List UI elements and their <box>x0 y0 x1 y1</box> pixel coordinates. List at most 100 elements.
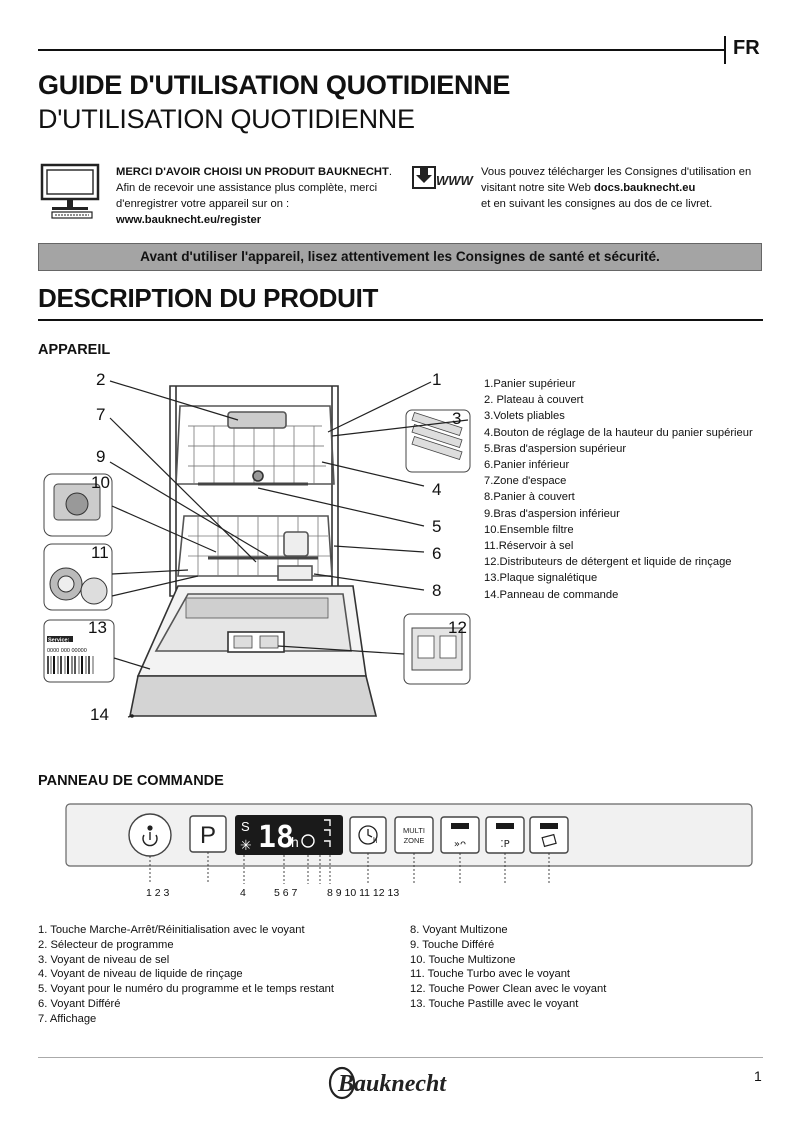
callout-9: 9 <box>96 447 105 466</box>
power-clean-led <box>496 823 514 829</box>
panel-number-label: 5 6 7 <box>274 887 298 899</box>
download-icon: WWW <box>412 166 474 189</box>
rinse-aid-indicator-icon: ✳ <box>240 838 252 854</box>
legend-item: 5. Voyant pour le numéro du programme et… <box>38 983 335 996</box>
control-panel-diagram: P S ✳ 18 h h MULTI ZONE »ᴖ ⁚P <box>65 803 753 899</box>
multizone-button[interactable]: MULTI ZONE <box>394 816 434 854</box>
thanks-body: Afin de recevoir une assistance plus com… <box>116 182 378 210</box>
multizone-indicator-icon <box>324 819 331 847</box>
parts-list-item: 12.Distributeurs de détergent et liquide… <box>484 556 732 569</box>
callout-3: 3 <box>452 409 461 428</box>
download-suffix: et en suivant les consignes au dos de ce… <box>481 198 713 210</box>
callout-11: 11 <box>91 543 109 562</box>
page-subtitle: D'UTILISATION QUOTIDIENNE <box>38 104 415 134</box>
legend-item: 6. Voyant Différé <box>38 997 121 1010</box>
parts-list-item: 10.Ensemble filtre <box>484 523 574 536</box>
callout-7: 7 <box>96 405 105 424</box>
section-title-description: DESCRIPTION DU PRODUIT <box>38 283 379 313</box>
inset-detergent-dispensers <box>403 613 471 685</box>
delay-indicator-icon <box>301 834 315 848</box>
language-code: FR <box>733 37 760 59</box>
parts-list-item: 14.Panneau de commande <box>484 588 619 601</box>
callout-1: 1 <box>432 370 441 389</box>
multizone-label-line2: ZONE <box>404 836 425 845</box>
salt-indicator-s: S <box>241 819 250 834</box>
tablet-button[interactable] <box>529 816 569 854</box>
page-title: GUIDE D'UTILISATION QUOTIDIENNE <box>38 70 511 100</box>
parts-list-item: 3.Volets pliables <box>484 410 565 423</box>
inset-rating-plate: Service: 0000 000 00000 <box>43 619 115 683</box>
panel-number-label: 4 <box>240 887 246 899</box>
panel-number-label: 1 2 3 <box>146 887 170 899</box>
tablet-led <box>540 823 558 829</box>
footer-rule <box>38 1057 763 1058</box>
parts-list-item: 1.Panier supérieur <box>484 378 576 390</box>
parts-list-item: 13.Plaque signalétique <box>484 572 598 585</box>
thanks-heading: MERCI D'AVOIR CHOISI UN PRODUIT BAUKNECH… <box>116 166 389 178</box>
parts-list-item: 7.Zone d'espace <box>484 475 567 488</box>
turbo-led <box>451 823 469 829</box>
delay-hours-unit: h <box>373 836 377 845</box>
section-rule <box>38 319 763 321</box>
delay-button[interactable]: h <box>349 816 387 854</box>
legend-item: 3. Voyant de niveau de sel <box>38 953 170 966</box>
callout-10: 10 <box>91 473 110 492</box>
parts-list-item: 9.Bras d'aspersion inférieur <box>484 507 620 520</box>
download-text: Vous pouvez télécharger les Consignes d'… <box>481 164 771 212</box>
subsection-title-appareil: APPAREIL <box>38 342 111 358</box>
brand-name: Bauknecht <box>337 1071 447 1097</box>
top-rule-tick <box>724 36 726 64</box>
parts-list-item: 2. Plateau à couvert <box>484 394 584 407</box>
download-icon-label: WWW <box>436 173 474 188</box>
dishwasher-diagram: Service: 0000 000 00000 <box>43 370 471 724</box>
legend-item: 4. Voyant de niveau de liquide de rinçag… <box>38 968 243 981</box>
callout-4: 4 <box>432 480 441 499</box>
panel-leader-lines <box>149 852 550 884</box>
program-selector-button[interactable]: P <box>189 815 227 853</box>
docs-link[interactable]: docs.bauknecht.eu <box>593 182 696 194</box>
rating-plate-number: 0000 000 00000 <box>47 648 87 654</box>
legend-item: 12. Touche Power Clean avec le voyant <box>410 983 607 996</box>
rating-plate-label: Service: <box>48 638 70 644</box>
callout-8: 8 <box>432 581 441 600</box>
power-clean-icon: ⁚P <box>500 839 509 850</box>
bauknecht-logo: Bauknecht <box>328 1066 447 1100</box>
control-legend-right: 8. Voyant Multizone 9. Touche Différé 10… <box>410 923 606 1012</box>
legend-item: 13. Touche Pastille avec le voyant <box>410 997 579 1010</box>
parts-list-item: 4.Bouton de réglage de la hauteur du pan… <box>484 426 753 439</box>
parts-list-item: 6.Panier inférieur <box>484 459 570 472</box>
thanks-text: MERCI D'AVOIR CHOISI UN PRODUIT BAUKNECH… <box>116 164 401 228</box>
inset-filter-assembly <box>43 473 113 537</box>
callout-13: 13 <box>88 618 107 637</box>
tablet-icon <box>541 833 557 848</box>
parts-list: 1.Panier supérieur 2. Plateau à couvert … <box>484 376 753 603</box>
legend-item: 1. Touche Marche-Arrêt/Réinitialisation … <box>38 924 305 936</box>
legend-item: 10. Touche Multizone <box>410 953 516 966</box>
legend-item: 2. Sélecteur de programme <box>38 938 174 951</box>
thanks-heading-dot: . <box>388 166 392 178</box>
safety-warning-banner: Avant d'utiliser l'appareil, lisez atten… <box>38 243 762 271</box>
callout-5: 5 <box>432 517 441 536</box>
turbo-button[interactable]: »ᴖ <box>440 816 480 854</box>
callout-6: 6 <box>432 544 441 563</box>
multizone-label-line1: MULTI <box>403 826 425 835</box>
turbo-icon: »ᴖ <box>454 839 466 850</box>
power-button[interactable] <box>128 813 172 857</box>
register-link[interactable]: www.bauknecht.eu/register <box>116 214 262 226</box>
top-rule <box>38 49 724 51</box>
callout-2: 2 <box>96 370 105 389</box>
callout-14: 14 <box>90 705 109 724</box>
callout-12: 12 <box>448 618 467 637</box>
legend-item: 9. Touche Différé <box>410 938 495 951</box>
display-hours-unit: h <box>291 834 299 850</box>
control-legend-left: 1. Touche Marche-Arrêt/Réinitialisation … <box>38 923 334 1027</box>
power-clean-button[interactable]: ⁚P <box>485 816 525 854</box>
display-panel: S ✳ 18 h <box>235 815 343 855</box>
legend-item: 7. Affichage <box>38 1012 97 1025</box>
display-digits: 18 <box>258 820 294 855</box>
parts-list-item: 11.Réservoir à sel <box>484 540 574 553</box>
parts-list-item: 5.Bras d'aspersion supérieur <box>484 442 627 455</box>
legend-item: 11. Touche Turbo avec le voyant <box>410 968 571 981</box>
inset-salt-reservoir <box>43 543 113 611</box>
panel-number-label: 8 9 10 11 12 13 <box>327 887 399 899</box>
